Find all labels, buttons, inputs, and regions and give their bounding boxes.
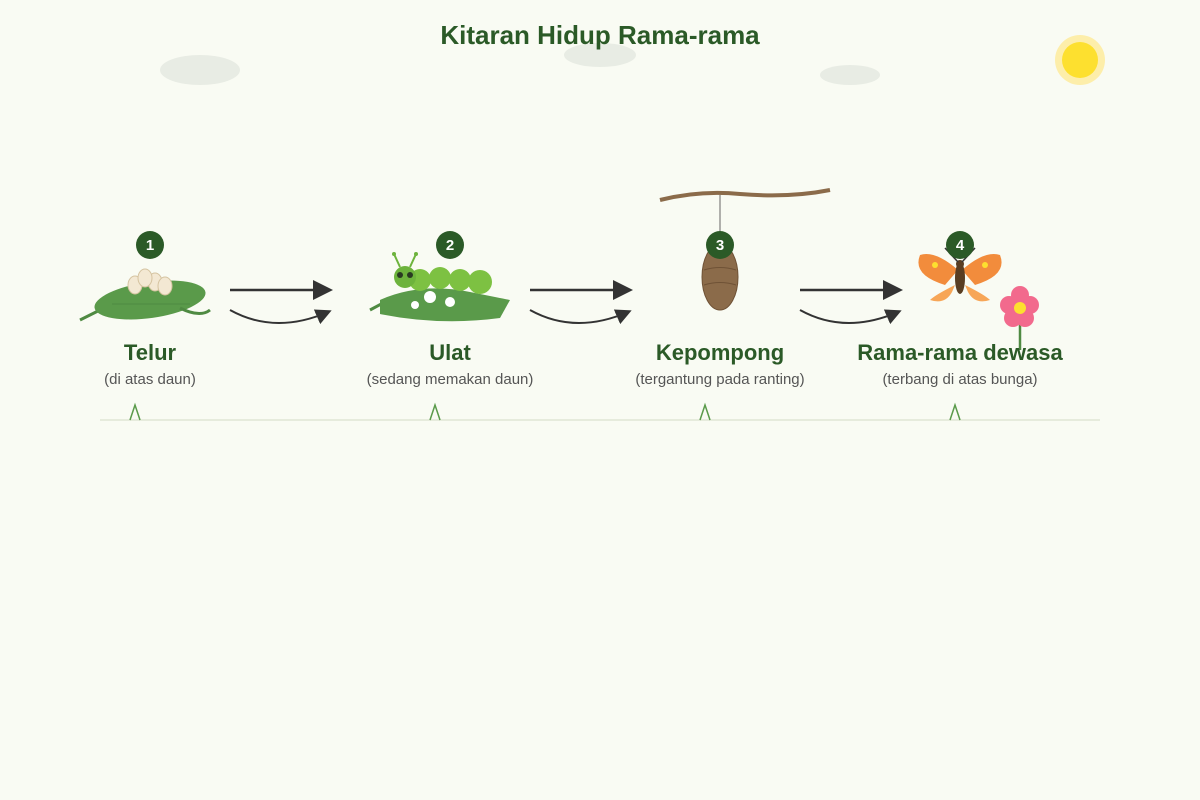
sun-icon <box>1055 35 1105 85</box>
stage-4-note: (terbang di atas bunga) <box>882 371 1038 388</box>
grass-icon <box>949 402 961 421</box>
stage-badge-2: 2 <box>436 231 464 259</box>
grass-icon <box>699 402 711 421</box>
stage-3-note: (tergantung pada ranting) <box>635 371 805 388</box>
stage-3-name: Kepompong <box>655 340 785 365</box>
eggs-on-leaf-icon <box>79 268 211 322</box>
stage-4-name: Rama-rama dewasa <box>857 340 1063 365</box>
stage-number: 3 <box>716 237 724 254</box>
caterpillar-icon <box>369 252 510 322</box>
cloud-icon <box>160 55 240 85</box>
butterfly-icon <box>918 247 1002 302</box>
flower-icon <box>1000 286 1039 350</box>
stage-badge-4: 4 <box>946 231 974 259</box>
grass-icon <box>129 402 141 421</box>
stage-number: 2 <box>446 237 454 254</box>
stage-badge-3: 3 <box>706 231 734 259</box>
arrow-1-to-2 <box>229 280 333 325</box>
stage-1-name: Telur <box>123 340 177 365</box>
cloud-icon <box>564 43 636 67</box>
cloud-icon <box>820 65 880 85</box>
diagram-title: Kitaran Hidup Rama-rama <box>440 20 760 50</box>
stage-number: 1 <box>146 237 154 254</box>
chrysalis-icon <box>659 188 831 311</box>
stage-2-name: Ulat <box>429 340 471 365</box>
stage-badge-1: 1 <box>136 231 164 259</box>
arrow-3-to-4 <box>799 280 903 325</box>
stage-number: 4 <box>956 237 965 254</box>
grass-icon <box>429 402 441 421</box>
arrow-2-to-3 <box>529 280 633 325</box>
stage-2-note: (sedang memakan daun) <box>366 371 534 388</box>
stage-1-note: (di atas daun) <box>104 371 196 388</box>
